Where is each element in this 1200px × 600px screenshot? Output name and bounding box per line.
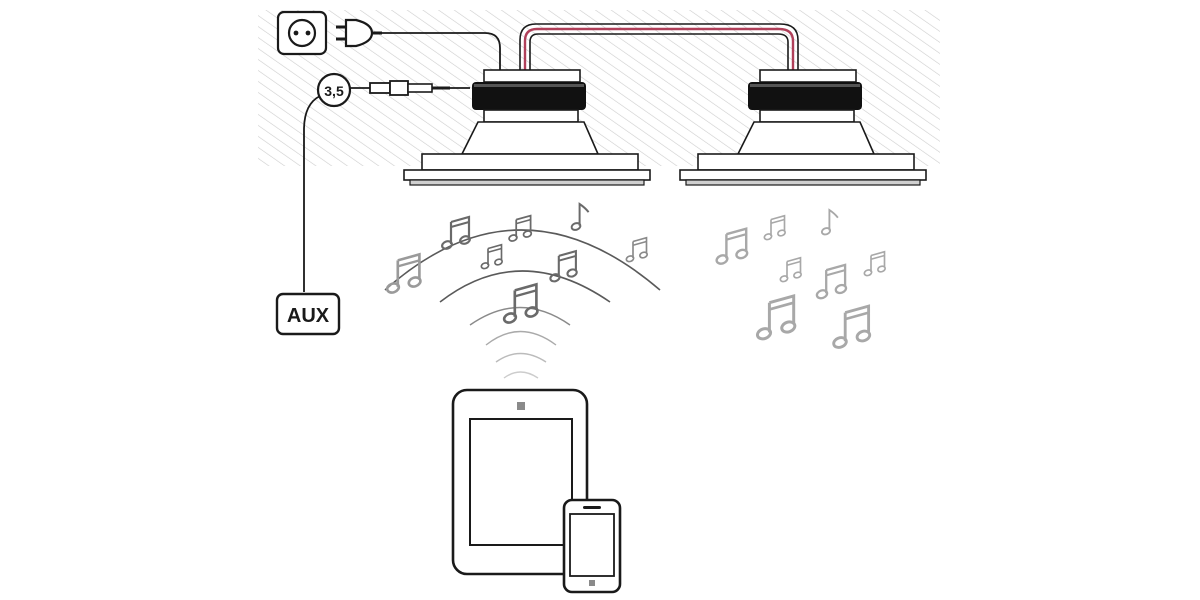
music-note-icon (507, 214, 534, 243)
tablet-icon (451, 388, 589, 576)
power-outlet-icon (276, 10, 328, 56)
audio-jack-badge: 3,5 (316, 72, 352, 108)
aux-label: AUX (287, 305, 330, 327)
smartphone-icon (562, 498, 622, 594)
music-notes-left (384, 203, 649, 326)
aux-input-box: AUX (275, 292, 341, 336)
power-plug-icon (336, 18, 382, 48)
music-note-icon (624, 236, 649, 264)
audio-jack-icon (350, 80, 470, 96)
music-note-icon (754, 294, 798, 343)
music-note-icon (820, 209, 839, 237)
music-note-icon (714, 227, 750, 267)
ceiling-hatch (0, 0, 1200, 166)
music-note-icon (762, 214, 787, 242)
music-note-icon (479, 243, 504, 271)
ceiling-speaker-right (679, 69, 927, 186)
jack-size-label: 3,5 (324, 83, 344, 99)
music-note-icon (814, 263, 849, 301)
music-note-icon (778, 256, 803, 284)
ceiling-speaker-left (403, 69, 651, 186)
aux-cable (303, 95, 321, 292)
music-note-icon (439, 215, 473, 252)
wireless-signal-waves (384, 229, 661, 379)
power-cable (382, 32, 501, 76)
music-note-icon (830, 304, 873, 351)
music-notes-right (714, 209, 887, 351)
speaker-cable (519, 23, 799, 76)
music-note-icon (862, 250, 887, 278)
music-note-icon (569, 203, 590, 233)
music-note-icon (501, 283, 541, 326)
